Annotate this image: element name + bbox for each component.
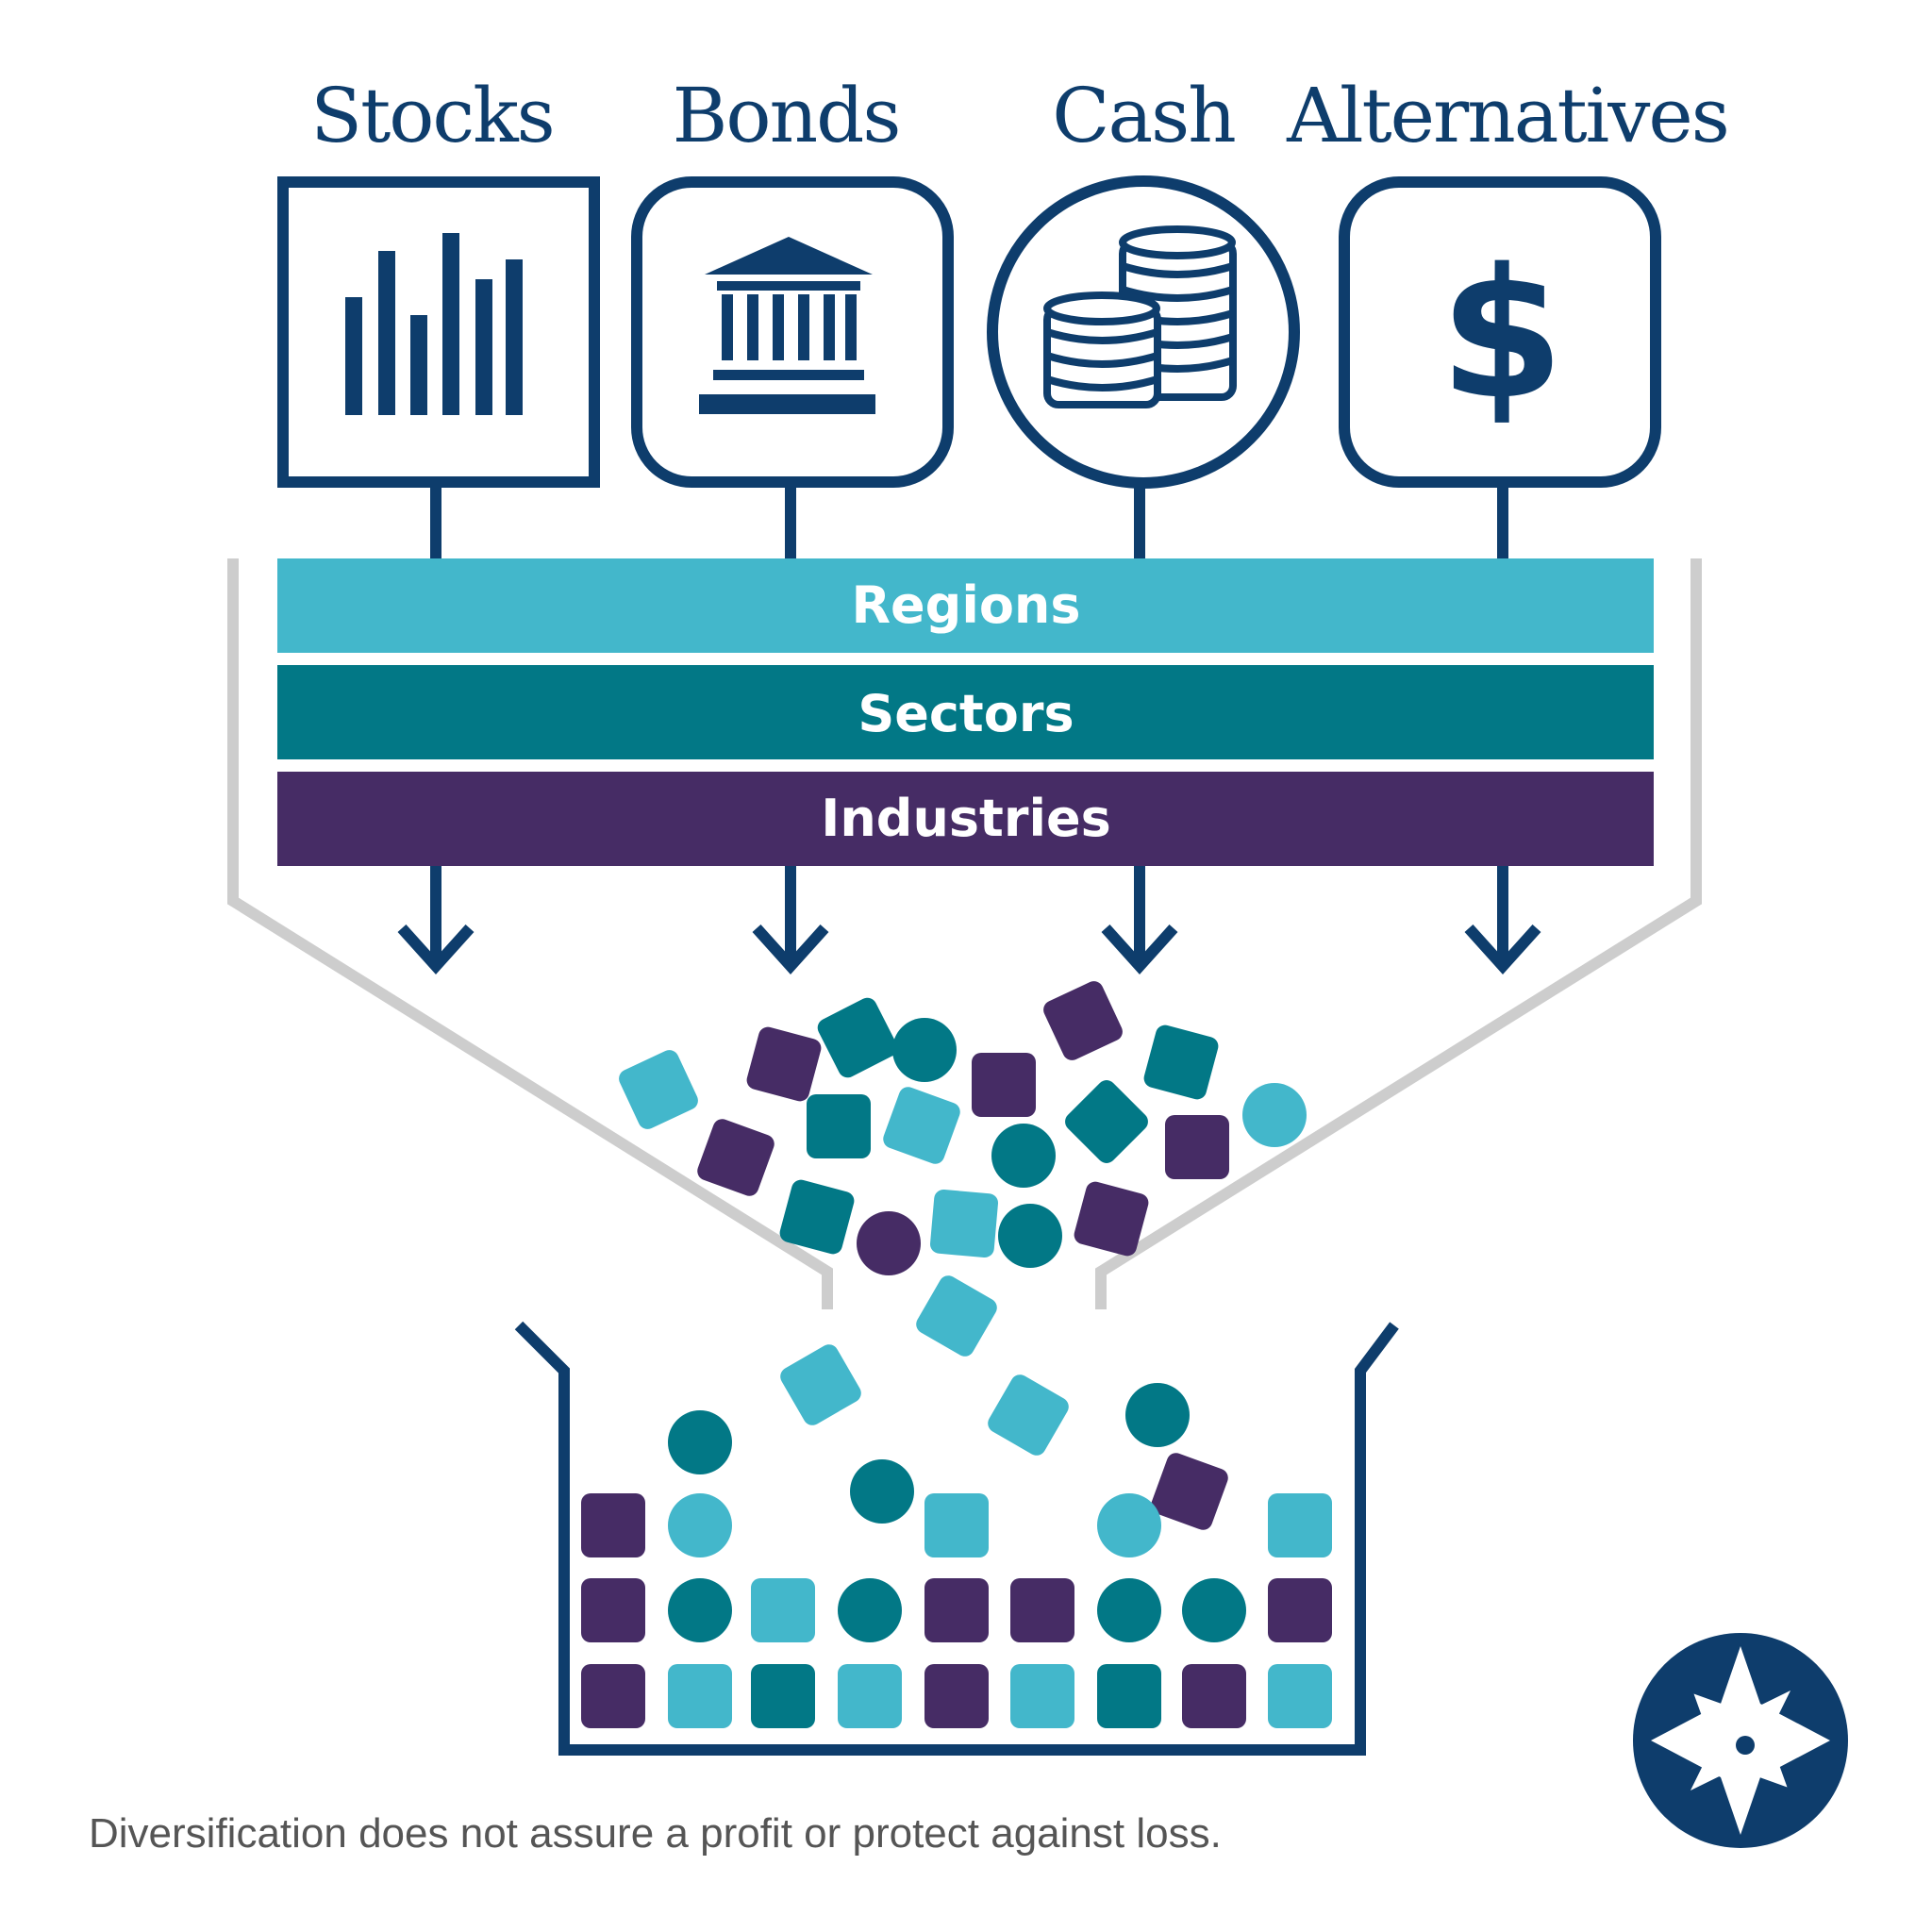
piece-square xyxy=(779,1179,855,1255)
piece-square xyxy=(924,1578,989,1642)
bonds-title: Bonds xyxy=(673,72,900,159)
piece-square xyxy=(1268,1664,1332,1728)
disclaimer-text: Diversification does not assure a profit… xyxy=(89,1810,1222,1857)
sectors-band xyxy=(277,665,1654,759)
investment-pieces xyxy=(581,981,1332,1728)
dollar-sign-icon: $ xyxy=(1440,230,1564,439)
piece-circle xyxy=(1125,1383,1190,1447)
container-outline xyxy=(514,1321,1399,1756)
piece-circle xyxy=(991,1124,1056,1188)
alternatives-title: Alternatives xyxy=(1286,72,1728,159)
bonds-box xyxy=(631,176,954,488)
stocks-title: Stocks xyxy=(310,72,553,159)
cash-box xyxy=(987,175,1300,489)
funnel-outline xyxy=(227,558,1702,1309)
box-connectors xyxy=(430,484,1508,558)
piece-square xyxy=(581,1664,645,1728)
piece-square xyxy=(1010,1664,1074,1728)
piece-circle xyxy=(1182,1578,1246,1642)
piece-square xyxy=(668,1664,732,1728)
industries-label: Industries xyxy=(821,789,1111,848)
cash-title: Cash xyxy=(1052,72,1235,159)
piece-square xyxy=(1143,1024,1219,1100)
piece-square xyxy=(1074,1181,1149,1257)
arrow-down-icon xyxy=(752,866,829,974)
stocks-box xyxy=(277,176,600,488)
arrow-down-icon xyxy=(397,866,475,974)
bar-chart-icon xyxy=(345,233,523,415)
piece-square xyxy=(581,1493,645,1557)
piece-circle xyxy=(668,1410,732,1474)
piece-square xyxy=(1182,1664,1246,1728)
piece-square xyxy=(1010,1578,1074,1642)
down-arrows xyxy=(397,866,1541,974)
industries-band xyxy=(277,772,1654,866)
piece-square xyxy=(1097,1664,1161,1728)
piece-square xyxy=(916,1275,997,1357)
piece-circle xyxy=(838,1578,902,1642)
piece-square xyxy=(929,1189,999,1258)
piece-square xyxy=(988,1374,1069,1456)
piece-square xyxy=(751,1578,815,1642)
piece-square xyxy=(697,1119,774,1196)
piece-square xyxy=(807,1094,871,1158)
piece-square xyxy=(746,1026,822,1102)
piece-square xyxy=(1065,1080,1148,1163)
piece-square xyxy=(780,1344,861,1425)
piece-square xyxy=(1151,1453,1228,1530)
piece-square xyxy=(838,1664,902,1728)
piece-circle xyxy=(850,1459,914,1524)
piece-circle xyxy=(892,1018,957,1082)
piece-square xyxy=(817,997,898,1078)
piece-circle xyxy=(1242,1083,1307,1147)
bank-building-icon xyxy=(699,237,875,414)
piece-square xyxy=(581,1578,645,1642)
piece-square xyxy=(883,1087,960,1164)
piece-square xyxy=(751,1664,815,1728)
piece-square xyxy=(924,1664,989,1728)
star-circle-logo xyxy=(1633,1633,1848,1848)
piece-circle xyxy=(1097,1493,1161,1557)
piece-square xyxy=(924,1493,989,1557)
alternatives-box: $ xyxy=(1339,176,1661,488)
piece-circle xyxy=(668,1493,732,1557)
coin-stack-icon xyxy=(1043,225,1237,408)
arrow-down-icon xyxy=(1101,866,1178,974)
piece-square xyxy=(1268,1493,1332,1557)
piece-square xyxy=(1165,1115,1229,1179)
piece-circle xyxy=(668,1578,732,1642)
piece-circle xyxy=(998,1204,1062,1268)
piece-square xyxy=(1043,981,1123,1060)
piece-square xyxy=(619,1050,698,1129)
sectors-label: Sectors xyxy=(858,684,1074,743)
arrow-down-icon xyxy=(1464,866,1541,974)
piece-square xyxy=(972,1053,1036,1117)
regions-label: Regions xyxy=(851,575,1080,635)
piece-circle xyxy=(1097,1578,1161,1642)
piece-square xyxy=(1268,1578,1332,1642)
piece-circle xyxy=(857,1211,921,1275)
regions-band xyxy=(277,558,1654,653)
